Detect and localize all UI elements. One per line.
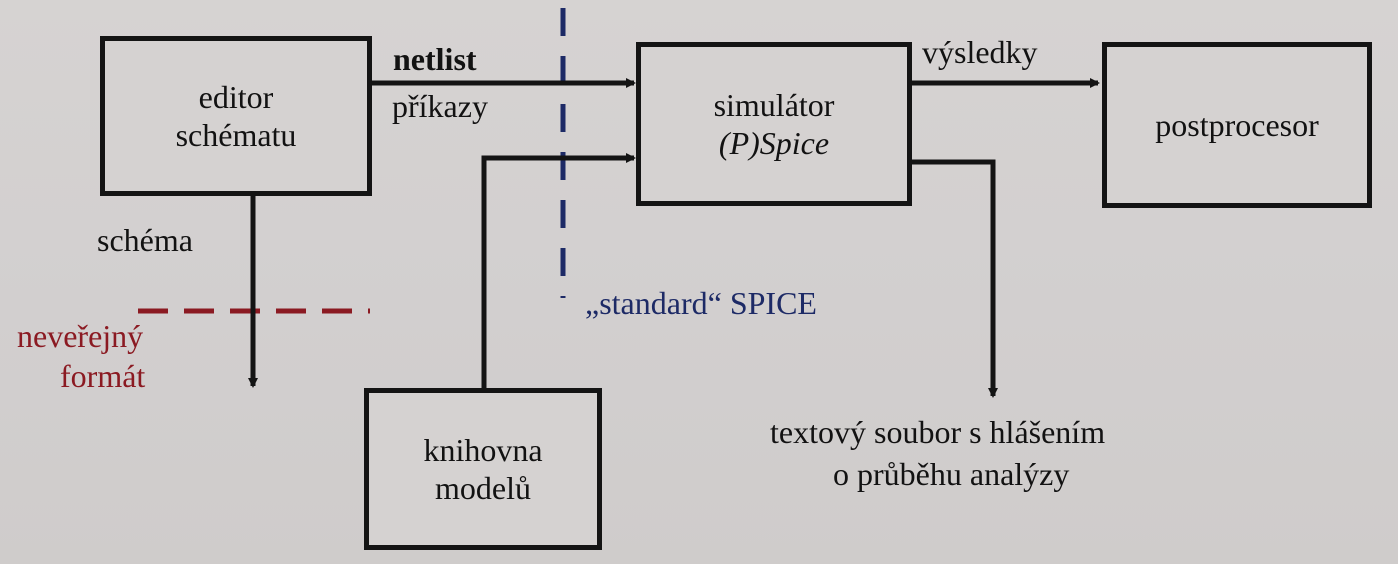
simulator-block: simulátor (P)Spice — [636, 42, 912, 206]
postprocessor-block: postprocesor — [1102, 42, 1372, 208]
postprocessor-block-line1: postprocesor — [1155, 107, 1319, 143]
editor-block-line1: editor — [198, 79, 274, 115]
editor-block: editor schématu — [100, 36, 372, 196]
library-block-line2: modelů — [435, 470, 531, 506]
standard-spice-label: „standard“ SPICE — [585, 285, 817, 321]
schema-label: schéma — [97, 222, 193, 258]
library-to-simulator-arrow — [481, 153, 636, 389]
netlist-label: netlist — [393, 41, 477, 77]
nonpublic-label-line1: neveřejný — [17, 318, 144, 354]
simulator-block-line1: simulátor — [713, 87, 835, 123]
report-label-line2: o průběhu analýzy — [833, 456, 1070, 492]
nonpublic-label-line2: formát — [60, 358, 146, 394]
report-arrow — [910, 159, 998, 398]
report-label-line1: textový soubor s hlášením — [770, 414, 1106, 450]
library-block-line1: knihovna — [423, 432, 543, 468]
library-block: knihovna modelů — [364, 388, 602, 550]
results-label: výsledky — [922, 34, 1038, 70]
editor-block-line2: schématu — [175, 117, 297, 153]
commands-label: příkazy — [392, 88, 488, 124]
simulator-block-line2: (P)Spice — [718, 125, 830, 161]
